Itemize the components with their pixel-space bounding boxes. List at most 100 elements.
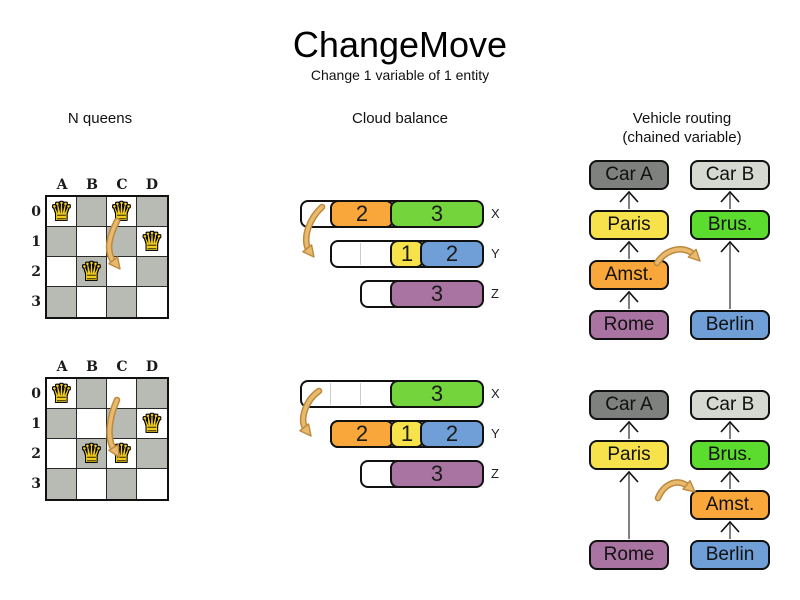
- cloud-computer-z-after: 3: [360, 460, 484, 488]
- page-subtitle: Change 1 variable of 1 entity: [310, 67, 490, 83]
- board-cell: [47, 439, 77, 469]
- vrp-node-berlin: Berlin: [690, 540, 770, 570]
- cloud-row-label: Y: [491, 246, 500, 261]
- board-cell: [137, 469, 167, 499]
- queen-icon: ♛: [50, 379, 73, 408]
- board-cell: [47, 409, 77, 439]
- board-cell: [77, 409, 107, 439]
- process-block: 2: [330, 420, 394, 448]
- vrp-node-car-a: Car A: [589, 160, 669, 190]
- board-cell: [107, 227, 137, 257]
- process-block: 3: [390, 460, 484, 488]
- chessboard: ♛♛♛♛: [45, 195, 169, 319]
- board-cell: [77, 287, 107, 317]
- row-header: 1: [31, 416, 41, 432]
- board-cell: [77, 469, 107, 499]
- board-cell: [47, 469, 77, 499]
- queen-icon: ♛: [110, 197, 133, 226]
- board-cell: [47, 227, 77, 257]
- vrp-node-amst: Amst.: [589, 260, 669, 290]
- board-cell: [107, 257, 137, 287]
- process-block: 2: [420, 420, 484, 448]
- row-header: 0: [31, 204, 41, 220]
- vrp-node-paris: Paris: [589, 210, 669, 240]
- board-cell: ♛: [47, 197, 77, 227]
- board-cell: [107, 287, 137, 317]
- board-cell: [77, 227, 107, 257]
- process-block: 3: [390, 280, 484, 308]
- queen-icon: ♛: [80, 439, 103, 468]
- vrp-node-car-b: Car B: [690, 390, 770, 420]
- board-cell: ♛: [137, 409, 167, 439]
- vrp-node-paris: Paris: [589, 440, 669, 470]
- board-cell: [107, 469, 137, 499]
- row-header: 2: [31, 264, 41, 280]
- queen-icon: ♛: [110, 439, 133, 468]
- vrp-node-rome: Rome: [589, 310, 669, 340]
- queen-icon: ♛: [80, 257, 103, 286]
- cloud-row-label: X: [491, 206, 500, 221]
- queen-icon: ♛: [50, 197, 73, 226]
- chessboard: ♛♛♛♛: [45, 377, 169, 501]
- board-cell: [137, 379, 167, 409]
- row-header: 1: [31, 234, 41, 250]
- board-cell: [137, 287, 167, 317]
- section-title-vrp: Vehicle routing: [632, 110, 732, 127]
- board-row-headers: 0 1 2 3: [26, 195, 45, 319]
- cloud-row-label: Y: [491, 426, 500, 441]
- section-title-nqueens: N queens: [67, 110, 133, 127]
- column-header: A: [56, 177, 68, 193]
- page-title: ChangeMove: [292, 24, 508, 65]
- vrp-node-brus: Brus.: [690, 210, 770, 240]
- process-block: 2: [420, 240, 484, 268]
- vrp-node-rome: Rome: [589, 540, 669, 570]
- board-cell: [137, 197, 167, 227]
- row-header: 3: [31, 476, 41, 492]
- board-cell: ♛: [77, 439, 107, 469]
- vrp-node-car-a: Car A: [589, 390, 669, 420]
- board-cell: ♛: [137, 227, 167, 257]
- column-header: D: [145, 177, 159, 193]
- board-cell: [137, 439, 167, 469]
- capacity-divider: [360, 243, 361, 265]
- vrp-node-berlin: Berlin: [690, 310, 770, 340]
- capacity-divider: [360, 383, 361, 405]
- row-header: 2: [31, 446, 41, 462]
- process-block: 2: [330, 200, 394, 228]
- process-block: 3: [390, 380, 484, 408]
- board-cell: [47, 287, 77, 317]
- column-header: B: [86, 359, 98, 375]
- cloud-row-label: Z: [491, 286, 499, 301]
- process-block: 1: [390, 240, 424, 268]
- cloud-row-label: Z: [491, 466, 499, 481]
- cloud-row-label: X: [491, 386, 500, 401]
- capacity-divider: [330, 383, 331, 405]
- board-cell: [107, 379, 137, 409]
- column-header: A: [56, 359, 68, 375]
- board-cell: [137, 257, 167, 287]
- section-title-cloud: Cloud balance: [352, 110, 448, 127]
- board-cell: [47, 257, 77, 287]
- column-header: B: [86, 177, 98, 193]
- board-cell: [77, 379, 107, 409]
- board-cell: [107, 409, 137, 439]
- board-cell: [77, 197, 107, 227]
- column-header: D: [145, 359, 159, 375]
- board-cell: ♛: [107, 439, 137, 469]
- row-header: 0: [31, 386, 41, 402]
- vrp-node-car-b: Car B: [690, 160, 770, 190]
- board-cell: ♛: [107, 197, 137, 227]
- section-subtitle-vrp: (chained variable): [622, 129, 742, 146]
- cloud-computer-x-after: 3: [300, 380, 484, 408]
- board-cell: ♛: [47, 379, 77, 409]
- queen-icon: ♛: [140, 227, 164, 256]
- row-header: 3: [31, 294, 41, 310]
- vrp-node-amst: Amst.: [690, 490, 770, 520]
